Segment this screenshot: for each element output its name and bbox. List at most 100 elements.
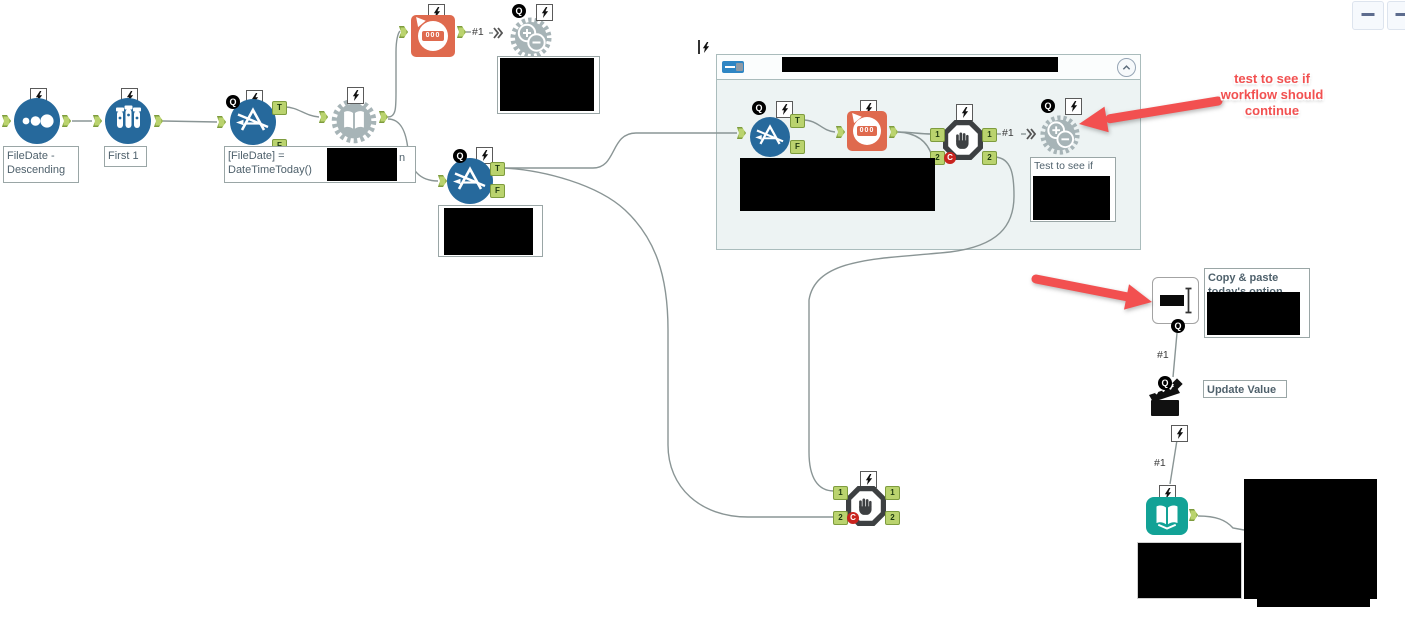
macro-wireless-chevron-icon [1026, 128, 1036, 140]
wire-filter1T-macrobook[interactable] [284, 106, 320, 118]
sample-icon [105, 98, 151, 144]
filter-icon [447, 158, 493, 204]
action-question-anchor[interactable]: Q [1158, 376, 1172, 390]
copy-paste-line1: Copy & paste [1208, 272, 1279, 284]
sort-annotation[interactable]: FileDate - Descending [3, 146, 79, 183]
filter1-question-anchor[interactable]: Q [226, 95, 240, 109]
sort-output-anchor[interactable] [62, 115, 71, 127]
count-records2-output-anchor[interactable] [889, 126, 898, 138]
macro-output-tool[interactable] [1146, 497, 1188, 535]
minimize-button[interactable] [1352, 1, 1384, 30]
callout-line3: continue [1244, 103, 1300, 118]
minimize-button-2[interactable] [1387, 1, 1405, 30]
wire-sample-filter1[interactable] [162, 120, 218, 123]
filter3-false-anchor[interactable]: F [790, 140, 805, 154]
stop2-input1-anchor[interactable]: 1 [833, 486, 848, 500]
filter2-tool[interactable] [447, 158, 493, 204]
count-records1-output-anchor[interactable] [457, 26, 466, 38]
filter3-true-anchor[interactable]: T [790, 114, 805, 128]
test-annotation[interactable]: Test to see if [1030, 157, 1116, 222]
count-records2-input-anchor[interactable] [836, 126, 845, 138]
wire-textbox-action[interactable] [1172, 332, 1178, 378]
redaction-box [500, 58, 594, 111]
sort-tool[interactable] [14, 98, 60, 144]
sample-tool[interactable] [105, 98, 151, 144]
stop2-c-badge: C [847, 512, 859, 524]
filter3-question-anchor[interactable]: Q [752, 101, 766, 115]
redaction-box [1207, 292, 1300, 335]
filter1-annotation[interactable]: [FileDate] = DateTimeToday() n [224, 146, 416, 183]
container-bolt-icon [698, 40, 712, 54]
wire-macrobook-countrecords1[interactable] [387, 30, 401, 118]
wire-action-macrooutput[interactable] [1169, 439, 1178, 485]
gear-plus-minus-icon [1038, 113, 1082, 157]
stop1-input1-anchor[interactable]: 1 [930, 128, 945, 142]
wire-filter2T-containerfilter[interactable] [503, 132, 737, 169]
redaction-box [1257, 599, 1370, 607]
arrow-to-textbox [1031, 274, 1152, 310]
sample-input-anchor[interactable] [93, 115, 102, 127]
macro-book-output-anchor[interactable] [379, 111, 388, 123]
filter2-true-anchor[interactable]: T [490, 162, 505, 176]
interface-bolt-icon [1171, 425, 1188, 442]
connection-label-hash1: #1 [1154, 457, 1166, 469]
test-annotation-text: Test to see if [1034, 160, 1093, 172]
macro-book-input-anchor[interactable] [319, 111, 328, 123]
interface-bolt-icon [1065, 98, 1082, 115]
stop1-output2-anchor[interactable]: 2 [982, 151, 997, 165]
macro-output-output-anchor[interactable] [1189, 509, 1198, 521]
clapperboard-icon [1149, 378, 1183, 416]
text-box-tool[interactable] [1152, 277, 1199, 324]
action-annotation[interactable]: Update Value [1203, 380, 1287, 398]
redacted-comment-box[interactable] [497, 56, 600, 114]
macro-plus-minus2-tool[interactable] [1038, 113, 1082, 157]
container-enabled-toggle[interactable] [722, 61, 744, 73]
callout-line2: workflow should [1220, 87, 1324, 102]
sample-output-anchor[interactable] [154, 115, 163, 127]
gear2-question-anchor[interactable]: Q [1041, 99, 1055, 113]
stop2-output2-anchor[interactable]: 2 [885, 511, 900, 525]
filter2-question-anchor[interactable]: Q [453, 149, 467, 163]
count-000-icon: 000 [422, 31, 444, 41]
count-000-icon: 000 [857, 126, 877, 136]
minimize-icon [1395, 13, 1405, 16]
interface-bolt-icon [776, 101, 793, 118]
stop2-input2-anchor[interactable]: 2 [833, 511, 848, 525]
stop1-output1-anchor[interactable]: 1 [982, 128, 997, 142]
sort-input-anchor[interactable] [2, 115, 11, 127]
filter3-tool[interactable] [750, 117, 790, 157]
filter1-annotation-line1: [FileDate] = [228, 150, 285, 162]
gear1-question-anchor[interactable]: Q [512, 4, 526, 18]
wire-macrooutput-right[interactable] [1197, 515, 1245, 531]
redaction-box [444, 208, 533, 255]
stop1-c-badge: C [944, 152, 956, 164]
container-collapse-button[interactable] [1117, 58, 1136, 77]
textbox-question-anchor[interactable]: Q [1171, 319, 1185, 333]
filter1-true-anchor[interactable]: T [272, 101, 287, 115]
filter3-input-anchor[interactable] [737, 127, 746, 139]
redaction-box [327, 148, 397, 181]
connection-label-hash1: #1 [472, 26, 484, 38]
filter2-annotation[interactable] [438, 205, 543, 257]
redaction-box [1137, 542, 1242, 599]
count-records2-tool[interactable]: 000 [847, 109, 887, 151]
filter2-false-anchor[interactable]: F [490, 184, 505, 198]
callout-text: test to see if workflow should continue [1212, 71, 1332, 119]
stop2-output1-anchor[interactable]: 1 [885, 486, 900, 500]
container-title-redaction [782, 57, 1058, 72]
macro-wireless-chevron-icon [493, 27, 503, 39]
macro-plus-minus1-tool[interactable] [508, 15, 554, 61]
interface-bolt-icon [956, 104, 973, 121]
interface-bolt-icon [347, 87, 364, 104]
sample-annotation[interactable]: First 1 [104, 146, 147, 167]
count-records1-input-anchor[interactable] [399, 26, 408, 38]
container-annotation-redaction [740, 158, 935, 211]
redaction-box [1244, 479, 1377, 599]
filter1-input-anchor[interactable] [217, 116, 226, 128]
count-records1-tool[interactable]: 000 [411, 13, 455, 57]
copy-paste-annotation[interactable]: Copy & paste today's option [1204, 268, 1310, 338]
minimize-icon [1361, 13, 1375, 16]
filter2-input-anchor[interactable] [438, 175, 447, 187]
action-tool[interactable] [1144, 378, 1190, 424]
